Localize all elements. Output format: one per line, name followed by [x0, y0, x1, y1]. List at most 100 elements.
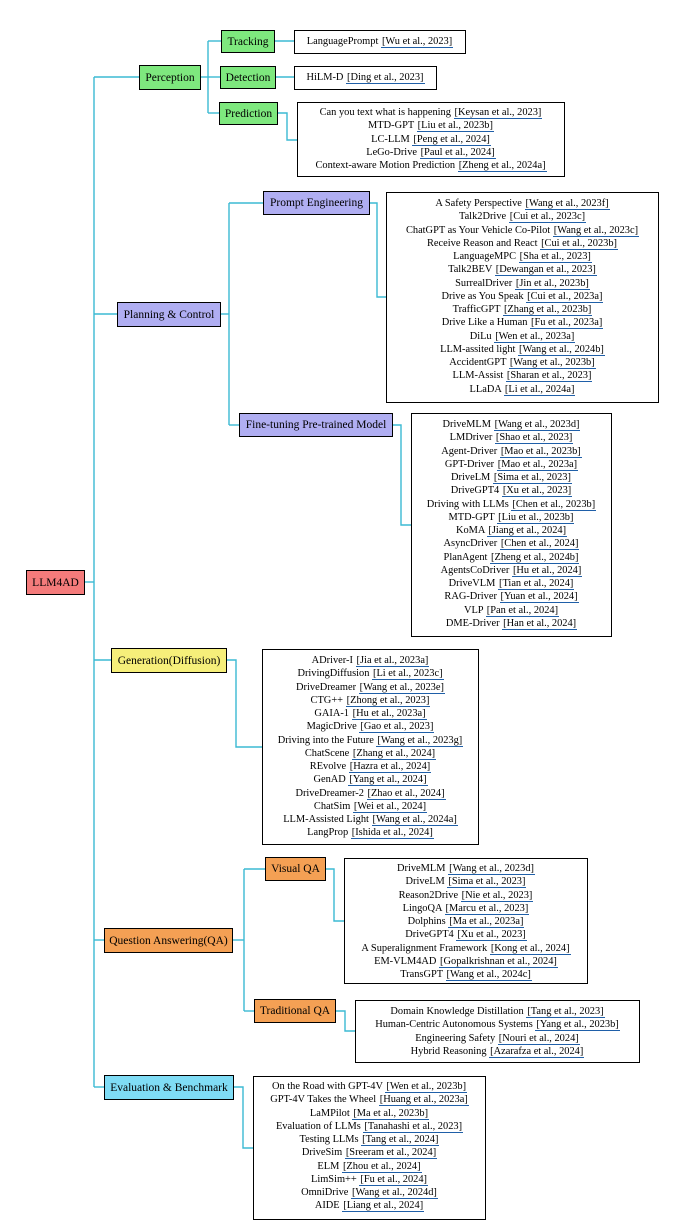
paper-citation[interactable]: [Gao et al., 2023] [359, 721, 435, 734]
paper-name: MTD-GPT [368, 120, 417, 132]
paper-citation[interactable]: [Wei et al., 2024] [352, 800, 428, 813]
paper-name: LeGo-Drive [366, 146, 420, 158]
paper-name: LLM-assited light [440, 343, 519, 355]
paper-citation[interactable]: [Wang et al., 2023d] [493, 419, 581, 431]
paper-name: REvolve [309, 761, 349, 772]
paper-name: On the Road with GPT-4V [271, 1081, 386, 1092]
paper-citation[interactable]: [Jin et al., 2023b] [514, 277, 590, 290]
paper-citation[interactable]: [Wang et al., 2023e] [358, 681, 445, 694]
paper-citation[interactable]: [Wang et al., 2024b] [518, 343, 605, 356]
paper-citation[interactable]: [Azarafza et al., 2024] [489, 1045, 585, 1058]
paper-citation[interactable]: [Jia et al., 2023a] [355, 655, 430, 667]
paper-citation[interactable]: [Wang et al., 2023d] [448, 863, 535, 875]
paper-citation[interactable]: [Hazra et al., 2024] [348, 761, 432, 773]
paper-citation[interactable]: [Ding et al., 2023] [346, 72, 425, 84]
paper-citation[interactable]: [Fu et al., 2024] [359, 1173, 429, 1186]
paper-citation[interactable]: [Wang et al., 2024c] [445, 969, 532, 981]
paper-citation[interactable]: [Liang et al., 2024] [342, 1200, 425, 1213]
paper-citation[interactable]: [Fu et al., 2023a] [530, 317, 604, 330]
paper-name: VLP [463, 604, 486, 616]
paper-citation[interactable]: [Han et al., 2024] [502, 617, 578, 630]
subcategory-visual-qa: Visual QA [265, 857, 326, 881]
paper-citation[interactable]: [Cui et al., 2023b] [540, 237, 618, 250]
paper-name: AgentsCoDriver [440, 564, 512, 576]
paper-citation[interactable]: [Liu et al., 2023b] [416, 120, 494, 133]
paper-citation[interactable]: [Sha et al., 2023] [518, 251, 592, 263]
paper-citation[interactable]: [Nouri et al., 2024] [497, 1032, 580, 1045]
paper-citation[interactable]: [Zheng et al., 2024b] [490, 551, 580, 564]
paper-name: LLM-Assist [452, 370, 506, 382]
paper-entry: LanguagePrompt [Wu et al., 2023] [298, 35, 462, 48]
paper-citation[interactable]: [Cui et al., 2023a] [526, 290, 604, 303]
paper-citation[interactable]: [Hu et al., 2024] [511, 564, 583, 577]
paper-citation[interactable]: [Chen et al., 2024] [499, 538, 580, 551]
paper-citation[interactable]: [Zhang et al., 2023b] [502, 304, 593, 316]
paper-citation[interactable]: [Tian et al., 2024] [497, 578, 575, 590]
paper-citation[interactable]: [Wang et al., 2024a] [371, 814, 458, 826]
paper-citation[interactable]: [Yuan et al., 2024] [499, 591, 579, 604]
paper-citation[interactable]: [Tanahashi et al., 2023] [363, 1120, 464, 1133]
paper-citation[interactable]: [Zhang et al., 2024] [351, 747, 437, 760]
paper-citation[interactable]: [Zheng et al., 2024a] [457, 160, 547, 172]
paper-citation[interactable]: [Tang et al., 2023] [526, 1006, 605, 1018]
paper-citation[interactable]: [Nie et al., 2023] [460, 889, 534, 902]
paper-entry: On the Road with GPT-4V [Wen et al., 202… [257, 1080, 482, 1093]
paper-citation[interactable]: [Yang et al., 2023b] [535, 1019, 620, 1032]
paper-citation[interactable]: [Xu et al., 2023] [501, 485, 573, 498]
paper-citation[interactable]: [Gopalkrishnan et al., 2024] [439, 955, 558, 968]
paper-citation[interactable]: [Ma et al., 2023b] [352, 1107, 430, 1120]
paper-citation[interactable]: [Wang et al., 2024d] [351, 1187, 438, 1199]
paper-citation[interactable]: [Sima et al., 2023] [447, 876, 527, 889]
paper-citation[interactable]: [Jiang et al., 2024] [487, 525, 568, 537]
paper-citation[interactable]: [Liu et al., 2023b] [497, 511, 575, 524]
paper-name: HiLM-D [306, 72, 347, 83]
paper-citation[interactable]: [Sreeram et al., 2024] [344, 1147, 438, 1160]
paper-name: LangProp [307, 827, 351, 839]
paper-citation[interactable]: [Dewangan et al., 2023] [494, 264, 597, 277]
paper-citation[interactable]: [Yang et al., 2024] [348, 774, 428, 787]
paper-citation[interactable]: [Zhong et al., 2023] [345, 694, 431, 707]
paper-citation[interactable]: [Zhou et al., 2024] [341, 1160, 422, 1173]
paper-entry: DriveLM [Sima et al., 2023] [415, 471, 608, 484]
paper-citation[interactable]: [Wen et al., 2023b] [385, 1081, 468, 1093]
paper-citation[interactable]: [Xu et al., 2023] [456, 929, 527, 942]
paper-citation[interactable]: [Hu et al., 2023a] [351, 708, 427, 720]
paper-citation[interactable]: [Marcu et al., 2023] [444, 902, 530, 915]
paper-citation[interactable]: [Pan et al., 2024] [485, 604, 560, 617]
root-node: LLM4AD [26, 570, 85, 595]
paper-citation[interactable]: [Peng et al., 2024] [412, 133, 491, 146]
paper-entry: Hybrid Reasoning [Azarafza et al., 2024] [359, 1045, 636, 1058]
paper-name: ChatGPT as Your Vehicle Co-Pilot [405, 224, 553, 236]
paper-citation[interactable]: [Cui et al., 2023c] [508, 211, 587, 224]
paper-citation[interactable]: [Chen et al., 2023b] [511, 498, 597, 511]
paper-citation[interactable]: [Wang et al., 2023c] [552, 224, 640, 237]
paper-citation[interactable]: [Li et al., 2023c] [372, 668, 444, 681]
paper-citation[interactable]: [Sima et al., 2023] [492, 472, 572, 484]
paper-citation[interactable]: [Wang et al., 2023f] [524, 198, 610, 210]
paper-name: RAG-Driver [444, 591, 500, 603]
paper-citation[interactable]: [Sharan et al., 2023] [505, 370, 593, 383]
paper-citation[interactable]: [Mao et al., 2023b] [499, 445, 582, 458]
paper-citation[interactable]: [Wen et al., 2023a] [494, 330, 576, 343]
paper-citation[interactable]: [Paul et al., 2024] [419, 146, 496, 159]
paper-entry: Testing LLMs [Tang et al., 2024] [257, 1133, 482, 1146]
paper-citation[interactable]: [Huang et al., 2023a] [378, 1094, 469, 1107]
paper-citation[interactable]: [Wang et al., 2023g] [376, 734, 464, 747]
paper-citation[interactable]: [Mao et al., 2023a] [496, 458, 579, 471]
paper-citation[interactable]: [Keysan et al., 2023] [453, 107, 543, 119]
paper-name: Reason2Drive [398, 889, 461, 901]
paper-citation[interactable]: [Li et al., 2024a] [503, 383, 576, 396]
paper-citation[interactable]: [Tang et al., 2024] [361, 1134, 440, 1146]
paper-name: GenAD [313, 774, 349, 786]
paper-citation[interactable]: [Kong et al., 2024] [489, 942, 571, 955]
subcategory-prediction: Prediction [219, 102, 278, 125]
paper-citation[interactable]: [Wu et al., 2023] [380, 36, 454, 48]
paper-citation[interactable]: [Zhao et al., 2024] [366, 787, 446, 800]
paper-entry: DriveGPT4 [Xu et al., 2023] [415, 484, 608, 498]
paper-citation[interactable]: [Ishida et al., 2024] [350, 827, 434, 840]
paper-entry: A Superalignment Framework [Kong et al.,… [348, 942, 584, 955]
paper-citation[interactable]: [Wang et al., 2023b] [508, 357, 596, 369]
paper-entry: TransGPT [Wang et al., 2024c] [348, 968, 584, 981]
paper-citation[interactable]: [Ma et al., 2023a] [448, 916, 525, 928]
paper-citation[interactable]: [Shao et al., 2023] [494, 432, 574, 445]
